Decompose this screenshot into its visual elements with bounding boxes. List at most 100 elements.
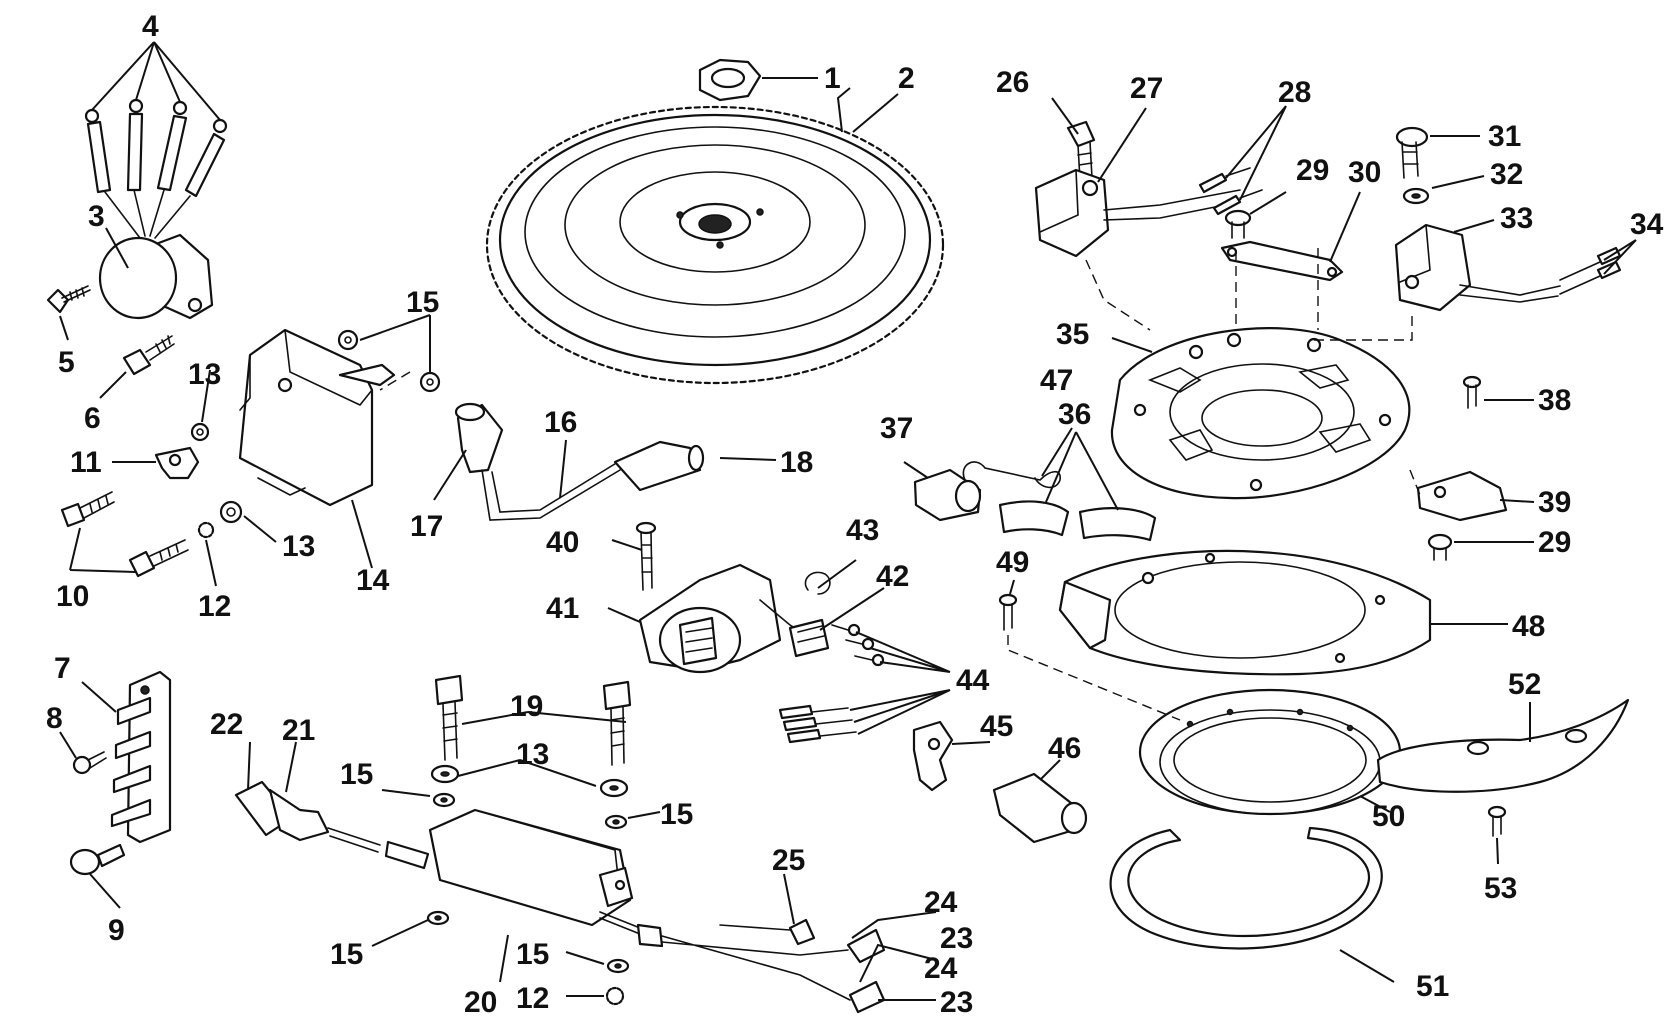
callout-17: 17 [410,510,443,543]
washer-15e [426,910,450,926]
callout-23b: 23 [940,986,973,1019]
clamp [154,446,200,480]
screw-9 [69,843,126,876]
callout-46: 46 [1048,732,1081,765]
snap-ring [1109,826,1383,950]
armature-plate [1110,327,1411,500]
connector-37 [913,468,982,522]
callout-50: 50 [1372,800,1405,833]
callout-2: 2 [898,62,915,95]
callout-47: 47 [1040,364,1073,397]
terminals [778,623,885,744]
callout-31: 31 [1488,120,1521,153]
screw-31 [1395,126,1429,179]
washer-15f [606,958,630,974]
spring-clip [962,461,1061,489]
callout-16: 16 [544,406,577,439]
connector-plug [234,780,430,870]
callout-15a: 15 [406,286,439,319]
callout-34: 34 [1630,208,1664,241]
screw-53 [1487,805,1507,837]
screw-10a [60,491,115,528]
bolt-19a [434,674,464,761]
callout-33: 33 [1500,202,1533,235]
callout-48: 48 [1512,610,1545,643]
connector-42 [788,618,830,658]
screw-10b [128,539,189,578]
screw-49 [998,593,1018,631]
terminal-block [110,670,172,844]
lock-washer-12 [197,521,215,539]
screw-8 [72,751,107,775]
callout-19: 19 [510,690,543,723]
washer-15a [337,329,359,351]
callout-27: 27 [1130,72,1163,105]
callout-41: 41 [546,592,579,625]
washer-15c [432,792,456,808]
callout-15c: 15 [660,798,693,831]
callout-24b: 24 [924,952,958,985]
callout-40: 40 [546,526,579,559]
screw-6 [122,335,175,376]
callout-8: 8 [46,702,63,735]
solenoid-module [98,233,214,320]
lock-washer-12b [605,986,625,1006]
callout-13c: 13 [516,738,549,771]
callout-9: 9 [108,914,125,947]
callout-29b: 29 [1538,526,1571,559]
callout-28: 28 [1278,76,1311,109]
callout-51: 51 [1416,970,1449,1003]
timer-base-sensor [1034,168,1241,258]
support-plate [1058,549,1432,676]
callout-22: 22 [210,708,243,741]
callout-20: 20 [464,986,497,1019]
callout-6: 6 [84,402,101,435]
washer-32 [1402,187,1430,205]
callout-12b: 12 [516,982,549,1015]
bracket-39 [1416,470,1508,522]
callout-14: 14 [356,564,390,597]
callout-15b: 15 [340,758,373,791]
callout-52: 52 [1508,668,1541,701]
screw-38 [1462,375,1482,409]
callout-18: 18 [780,446,813,479]
screw-29b [1427,533,1453,561]
callout-3: 3 [88,200,105,233]
bolt-19b [602,680,632,766]
callout-44: 44 [956,664,990,697]
callout-45: 45 [980,710,1013,743]
power-pack [428,808,634,927]
sensor-leads [1198,167,1263,216]
callout-43: 43 [846,514,879,547]
grommet [992,772,1088,844]
callout-36: 36 [1058,398,1091,431]
washer-13a [190,422,210,442]
callout-30: 30 [1348,156,1381,189]
callout-7: 7 [54,652,71,685]
callout-37: 37 [880,412,913,445]
bracket-45 [912,720,954,792]
washer-13d [599,778,629,798]
callout-35: 35 [1056,318,1089,351]
screw-40 [635,521,657,591]
sensor-coil [1394,223,1561,312]
flywheel [485,105,945,385]
callout-29a: 29 [1296,154,1329,187]
assembly-lines [379,248,1421,721]
terminal-leads [84,98,228,239]
screw-29a [1224,209,1252,239]
callout-15d: 15 [330,938,363,971]
wire-clip-43 [804,571,831,595]
callouts: 1 2 3 4 5 6 7 8 9 10 11 12 13 13 14 15 1… [46,10,1664,1019]
callout-13a: 13 [188,358,221,391]
callout-15e: 15 [516,938,549,971]
callout-25: 25 [772,844,805,877]
leader-lines [59,41,1637,1001]
washer-13c [430,764,460,784]
callout-1: 1 [824,62,841,95]
rectifier-assembly [638,563,816,674]
callout-10: 10 [56,580,89,613]
ignition-coil [238,328,396,507]
washer-15d [604,814,628,830]
